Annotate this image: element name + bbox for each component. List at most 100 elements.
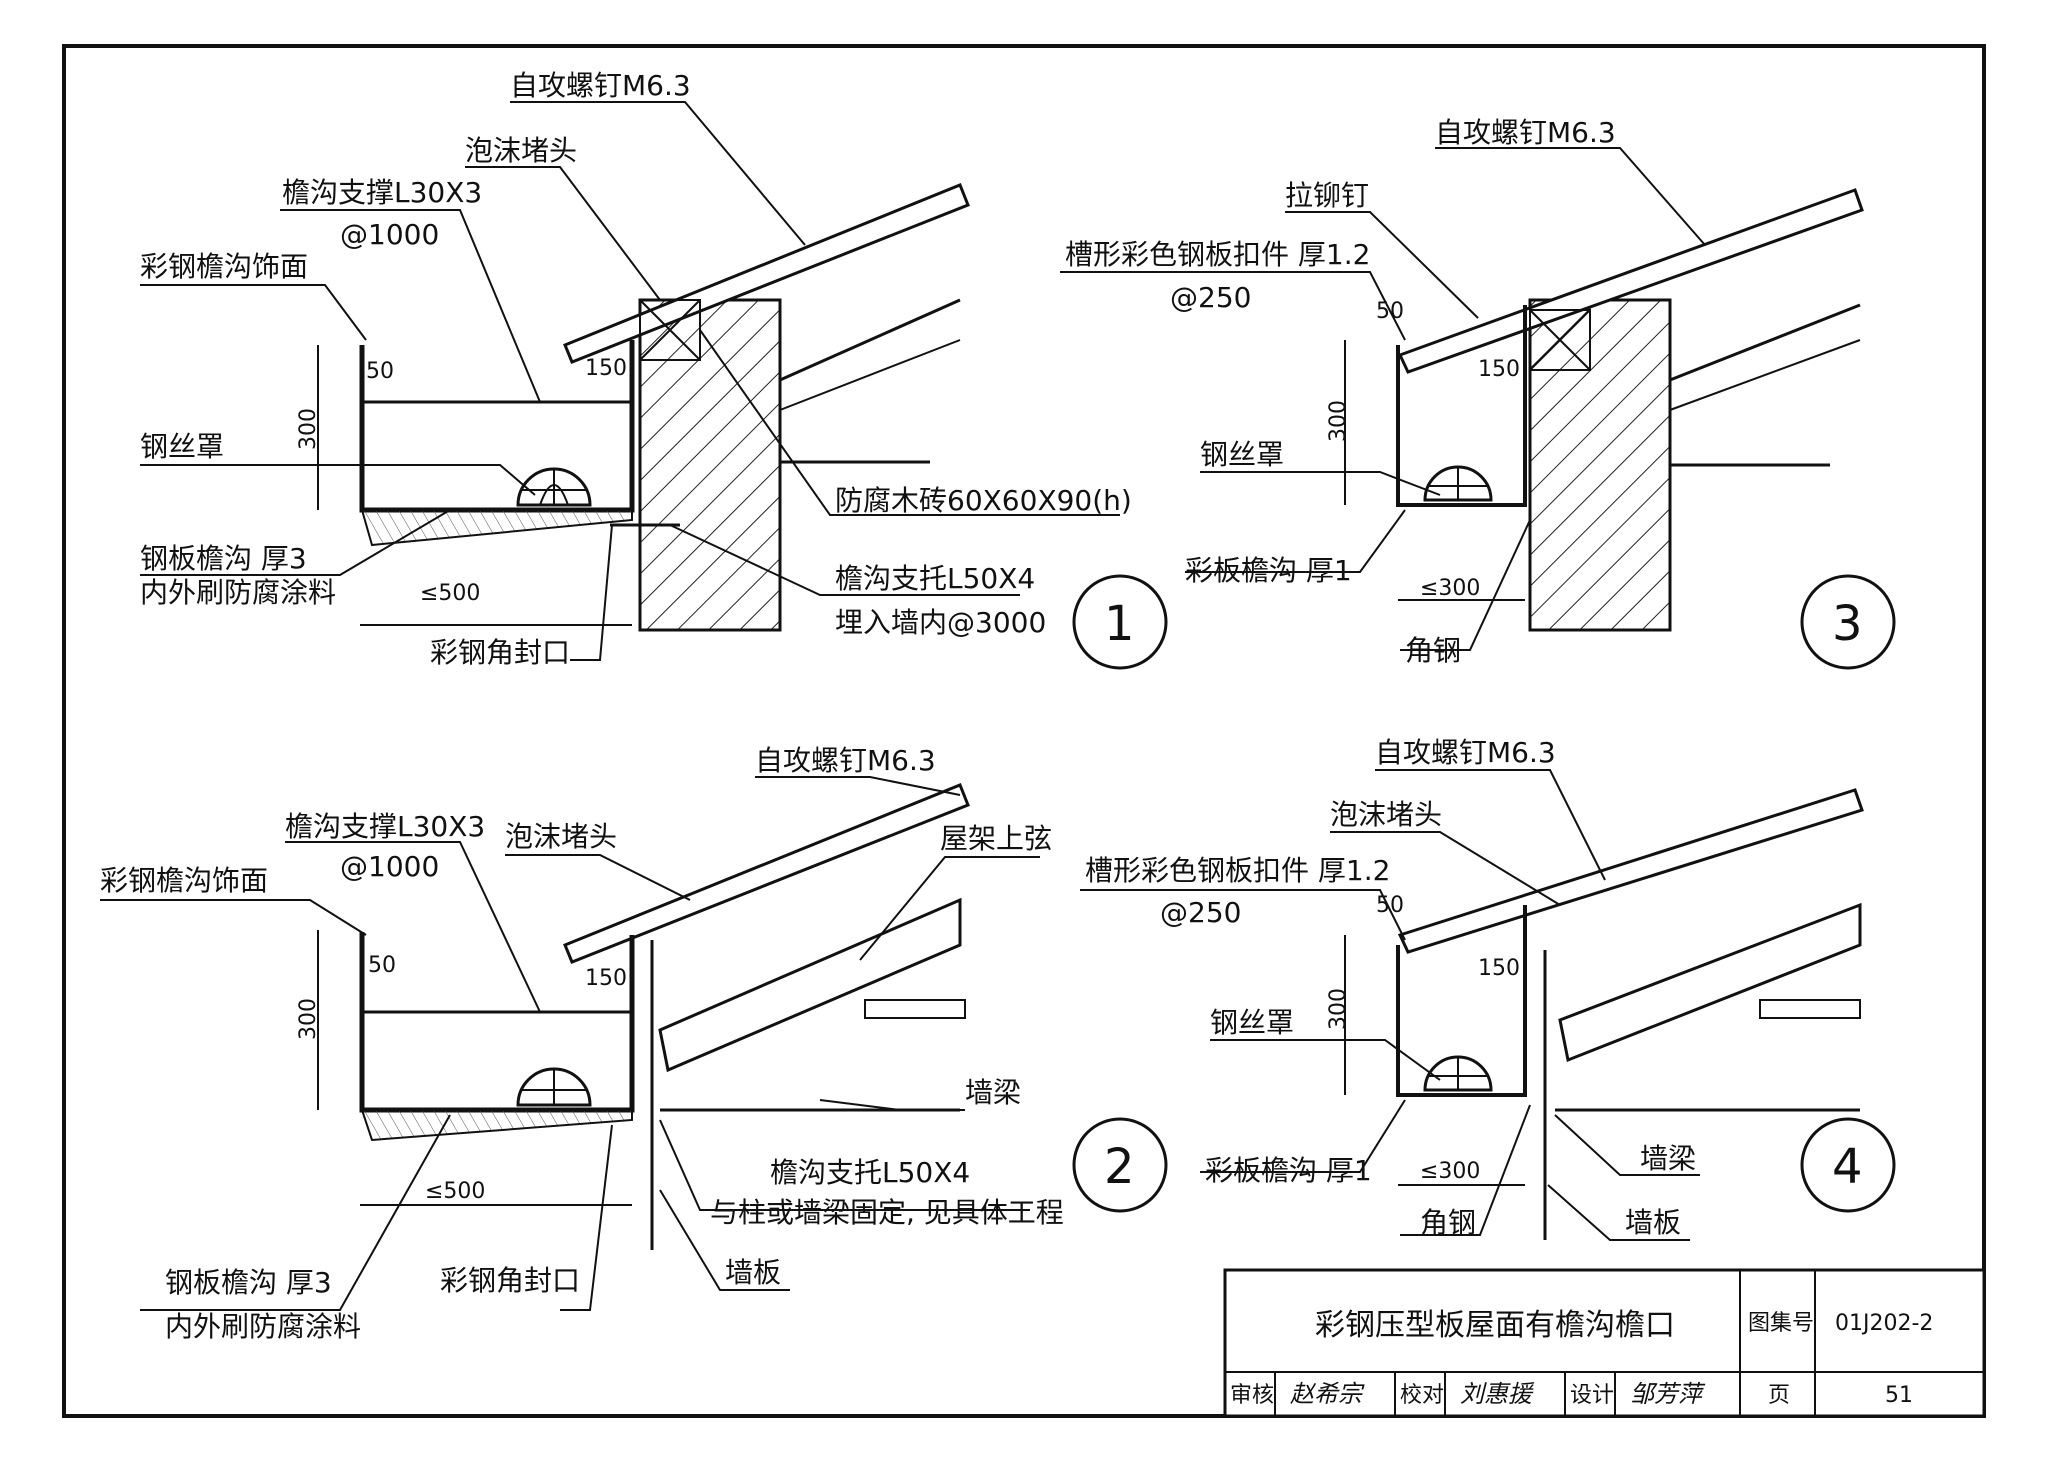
dim-150: 150	[585, 356, 627, 381]
leader	[140, 509, 451, 576]
leader	[570, 524, 613, 661]
leader	[1200, 1099, 1406, 1173]
dim-500: ≤500	[420, 581, 480, 606]
leader	[1375, 769, 1606, 881]
label-beam: 墙梁	[965, 1076, 1021, 1109]
leader	[1435, 147, 1706, 246]
label-support: 檐沟支撑L30X3	[285, 810, 485, 843]
leader	[699, 329, 1120, 516]
check-label: 校对	[1400, 1383, 1444, 1408]
label-facing: 彩钢檐沟饰面	[140, 250, 308, 283]
roof-underside	[779, 339, 961, 411]
label-foam: 泡沫堵头	[505, 820, 617, 853]
label-screw: 自攻螺钉M6.3	[1435, 116, 1616, 149]
leader	[1060, 271, 1406, 341]
label-bracket: 檐沟支托L50X4	[770, 1156, 970, 1189]
review-label: 审核	[1230, 1383, 1274, 1408]
leader	[1330, 831, 1561, 906]
leader	[859, 856, 1040, 961]
designer-signature: 邹芳萍	[1630, 1380, 1706, 1408]
dim-50: 50	[366, 359, 394, 384]
roof-panel	[563, 183, 970, 364]
label-screw: 自攻螺钉M6.3	[510, 69, 691, 102]
wire-mesh-dome	[516, 467, 592, 507]
label-support: 檐沟支撑L30X3	[282, 176, 482, 209]
label-embed: 埋入墙内@3000	[835, 606, 1046, 639]
detail-number-circle	[1800, 574, 1896, 670]
wire-mesh-dome	[516, 1067, 592, 1107]
atlas-label: 图集号	[1748, 1311, 1814, 1336]
detail-number-circle	[1072, 1117, 1168, 1213]
truss-chord	[1558, 902, 1862, 1063]
wall-hatch	[638, 298, 782, 632]
label-gutter: 彩板檐沟 厚1	[1185, 554, 1352, 587]
roof-purlin	[1669, 303, 1861, 382]
drawing-title: 彩钢压型板屋面有檐沟檐口	[1315, 1308, 1675, 1343]
label-chord: 屋架上弦	[940, 822, 1052, 855]
label-cornerseal: 彩钢角封口	[440, 1264, 580, 1297]
dim-300: 300	[296, 408, 321, 450]
label-coating: 内外刷防腐涂料	[140, 576, 336, 609]
label-clip: 槽形彩色钢板扣件 厚1.2	[1085, 854, 1390, 887]
gutter-bottom-plate	[360, 1109, 633, 1142]
label-mesh: 钢丝罩	[140, 430, 224, 463]
label-screw: 自攻螺钉M6.3	[1375, 736, 1556, 769]
label-foam: 泡沫堵头	[1330, 798, 1442, 831]
leader	[465, 166, 661, 301]
dim-300: 300	[1326, 400, 1351, 442]
leader	[140, 284, 367, 341]
detail-3: 自攻螺钉M6.3 拉铆钉 槽形彩色钢板扣件 厚1.2 @250 50 150 3…	[1060, 116, 1896, 670]
label-woodbrick: 防腐木砖60X60X90(h)	[835, 484, 1132, 517]
detail-2: 自攻螺钉M6.3 檐沟支撑L30X3 @1000 泡沫堵头 彩钢檐沟饰面 屋架上…	[100, 744, 1168, 1343]
detail-4: 自攻螺钉M6.3 泡沫堵头 槽形彩色钢板扣件 厚1.2 @250 50 150 …	[1080, 736, 1896, 1241]
detail-number: 4	[1832, 1139, 1863, 1195]
dim-500: ≤500	[425, 1179, 485, 1204]
label-bracket: 檐沟支托L50X4	[835, 562, 1035, 595]
label-spacing: @250	[1170, 281, 1251, 314]
leader	[1554, 1114, 1700, 1176]
dim-150: 150	[1478, 956, 1520, 981]
truss-plate	[864, 999, 966, 1019]
label-rivet: 拉铆钉	[1285, 179, 1369, 212]
leader	[1285, 211, 1479, 319]
dim-300b: ≤300	[1420, 1159, 1480, 1184]
gutter-body	[1396, 905, 1527, 1097]
gutter-bottom-plate	[360, 509, 633, 547]
label-beam: 墙梁	[1640, 1142, 1696, 1175]
wall-hatch	[1528, 298, 1672, 632]
gutter-body	[359, 932, 635, 1113]
label-foam: 泡沫堵头	[465, 134, 577, 167]
title-block: 彩钢压型板屋面有檐沟檐口 图集号 01J202-2 审核 赵希宗 校对 刘惠援 …	[1223, 1268, 1986, 1418]
page-number: 51	[1885, 1383, 1913, 1408]
leader	[669, 524, 1020, 596]
truss-chord	[658, 897, 962, 1073]
truss-plate	[1759, 999, 1861, 1019]
label-fix: 与柱或墙梁固定, 见具体工程	[710, 1196, 1064, 1229]
roof-underside	[1669, 339, 1861, 411]
wood-block	[1529, 309, 1591, 371]
detail-number: 1	[1104, 596, 1135, 652]
leader	[659, 1119, 1030, 1211]
detail-number: 2	[1104, 1139, 1135, 1195]
leader	[1200, 471, 1441, 496]
dim-50: 50	[1376, 299, 1404, 324]
leader	[1185, 509, 1406, 573]
label-coating: 内外刷防腐涂料	[165, 1310, 361, 1343]
leader	[755, 776, 961, 796]
leader	[510, 101, 806, 246]
dim-50: 50	[1376, 893, 1404, 918]
leader	[560, 1124, 613, 1311]
roof-panel	[1397, 188, 1864, 374]
detail-1: 自攻螺钉M6.3 泡沫堵头 檐沟支撑L30X3 @1000 彩钢檐沟饰面 50 …	[140, 69, 1168, 670]
roof-purlin	[779, 298, 961, 382]
dim-300: 300	[1326, 988, 1351, 1030]
dim-300: 300	[296, 998, 321, 1040]
label-wallboard: 墙板	[1625, 1206, 1681, 1239]
wire-mesh-dome	[1423, 1055, 1493, 1092]
label-spacing: @1000	[340, 218, 439, 251]
detail-number-circle	[1072, 574, 1168, 670]
wire-mesh-dome	[1423, 465, 1493, 502]
leader	[140, 1114, 451, 1311]
roof-panel	[1397, 788, 1864, 954]
page-label: 页	[1768, 1383, 1790, 1408]
